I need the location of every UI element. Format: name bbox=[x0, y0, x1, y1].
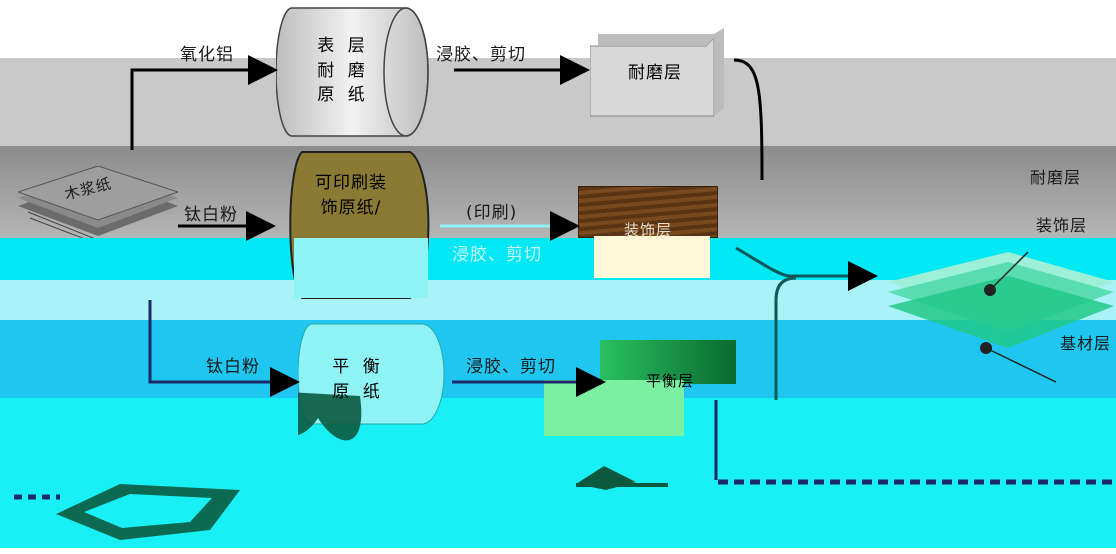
layer-label-decor: 装饰层 bbox=[1036, 216, 1088, 235]
layer-label-base: 基材层 bbox=[1060, 334, 1112, 353]
top-product-sheet bbox=[589, 28, 724, 120]
bottom-roll-line-1: 平 衡 bbox=[332, 357, 384, 378]
bottom-process-label: 浸胶、剪切 bbox=[466, 357, 556, 377]
bottom-product-label: 平衡层 bbox=[645, 371, 694, 390]
top-additive-label: 氧化铝 bbox=[180, 45, 234, 65]
top-roll-label: 表 层 耐 磨 原 纸 bbox=[288, 16, 398, 126]
middle-roll-line-1: 可印刷装 bbox=[315, 173, 387, 194]
bottom-roll-label: 平 衡 原 纸 bbox=[308, 350, 408, 410]
bottom-product-sheet bbox=[544, 340, 740, 438]
bottom-additive-label: 钛白粉 bbox=[206, 357, 260, 377]
top-product-label: 耐磨层 bbox=[628, 62, 682, 83]
middle-process-label: (印刷) bbox=[466, 203, 518, 223]
middle-product-sheet bbox=[578, 186, 718, 278]
top-roll-line-3: 原 纸 bbox=[317, 85, 369, 106]
middle-product-label: 装饰层 bbox=[623, 220, 672, 239]
middle-roll-line-2: 饰原纸/ bbox=[320, 198, 382, 218]
top-roll-line-1: 表 层 bbox=[317, 36, 369, 57]
top-roll-line-2: 耐 磨 bbox=[317, 60, 369, 81]
bottom-roll-line-2: 原 纸 bbox=[332, 382, 384, 402]
band-gray-top bbox=[0, 58, 1116, 146]
top-process-label: 浸胶、剪切 bbox=[436, 45, 526, 65]
middle-process2-label: 浸胶、剪切 bbox=[452, 245, 542, 265]
layer-label-wear: 耐磨层 bbox=[1030, 168, 1082, 187]
top-roll bbox=[275, 6, 432, 138]
middle-roll-label: 可印刷装 饰原纸/ bbox=[296, 166, 406, 226]
middle-roll bbox=[288, 150, 436, 300]
middle-additive-label: 钛白粉 bbox=[184, 205, 238, 225]
